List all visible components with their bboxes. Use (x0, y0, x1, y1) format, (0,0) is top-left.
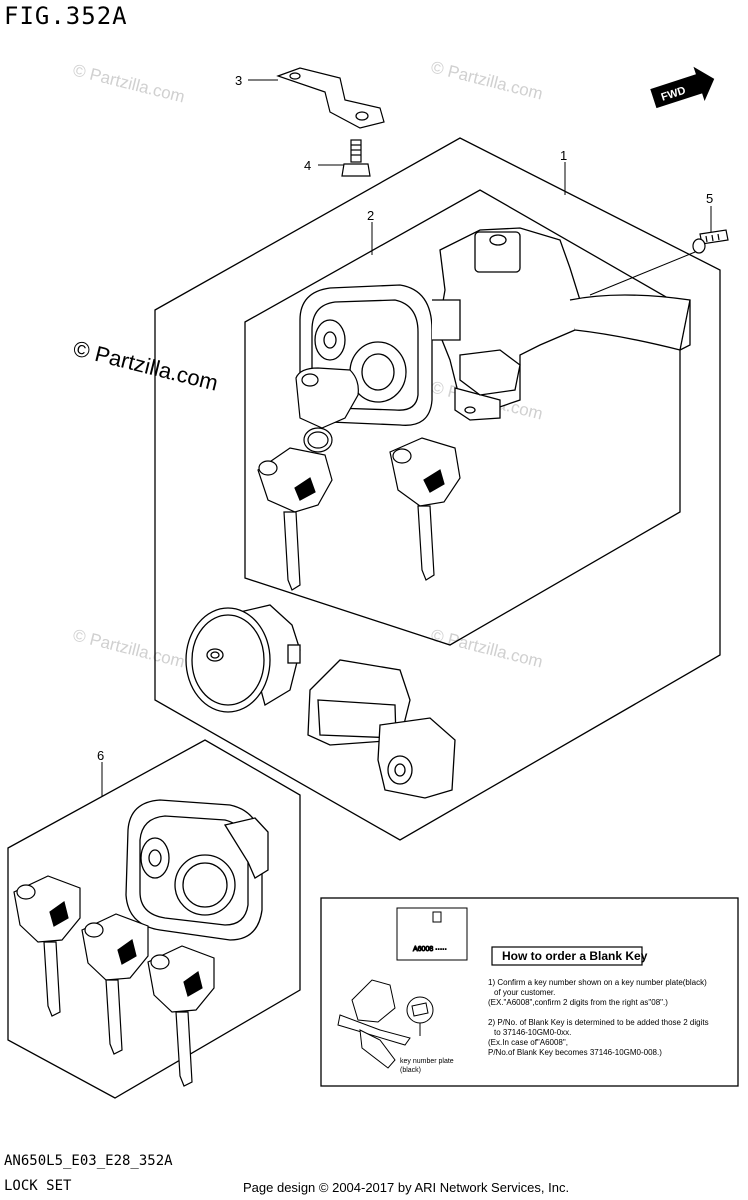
watermark: © Partzilla.com (429, 57, 545, 103)
copyright-footer: Page design © 2004-2017 by ARI Network S… (243, 1180, 570, 1195)
key-right (389, 437, 461, 581)
blank-key-step-2c: (Ex.In case of"A6008", (488, 1038, 568, 1047)
callout-3: 3 (235, 73, 242, 88)
callout-2: 2 (367, 208, 374, 223)
key-number-plate-illustration: A6008 ····· (337, 907, 468, 1069)
blank-key-title: How to order a Blank Key (502, 949, 648, 963)
screw-part-5 (692, 229, 729, 254)
callout-4: 4 (304, 158, 311, 173)
lock-set-outline-6 (7, 739, 301, 1099)
bracket-part-3 (276, 67, 385, 129)
figure-name: LOCK SET (4, 1178, 72, 1194)
key-set-left (13, 875, 81, 1017)
inserted-key (295, 367, 359, 453)
watermark-main: © Partzilla.com (71, 336, 221, 396)
blank-key-step-1c: (EX."A6008",confirm 2 digits from the ri… (488, 998, 668, 1007)
figure-code: AN650L5_E03_E28_352A (4, 1153, 173, 1169)
bolt-part-4 (341, 139, 371, 177)
fwd-arrow-badge: FWD (650, 66, 715, 109)
key-number-plate-caption-color: (black) (400, 1067, 421, 1074)
ignition-switch-assembly (299, 227, 691, 426)
key-set-middle (81, 913, 149, 1055)
key-number-plate-label: A6008 ····· (413, 946, 447, 953)
callout-1: 1 (560, 148, 567, 163)
lock-set-outline-2 (244, 189, 681, 646)
seat-lock-cylinder (185, 604, 301, 713)
blank-key-step-1: 1) Confirm a key number shown on a key n… (488, 978, 707, 987)
callout-6: 6 (97, 748, 104, 763)
figure-title: FIG.352A (4, 2, 128, 30)
blank-key-step-2: 2) P/No. of Blank Key is determined to b… (488, 1018, 709, 1027)
watermark: © Partzilla.com (71, 625, 187, 671)
key-number-plate-caption: key number plate (400, 1058, 454, 1065)
ignition-switch-part-6 (125, 799, 269, 941)
lock-set-outline-1 (154, 137, 721, 841)
watermark: © Partzilla.com (429, 625, 545, 671)
blank-key-step-2d: P/No.of Blank Key becomes 37146-10GM0-00… (488, 1048, 662, 1057)
key-left (257, 447, 333, 591)
blank-key-step-2b: to 37146-10GM0-0xx. (494, 1028, 571, 1037)
watermark: © Partzilla.com (71, 60, 187, 106)
callout-5: 5 (706, 191, 713, 206)
fuel-lid-lock (307, 659, 456, 799)
blank-key-step-1b: of your customer. (494, 988, 555, 997)
key-set-right (147, 945, 215, 1087)
blank-key-title-box (491, 946, 643, 966)
